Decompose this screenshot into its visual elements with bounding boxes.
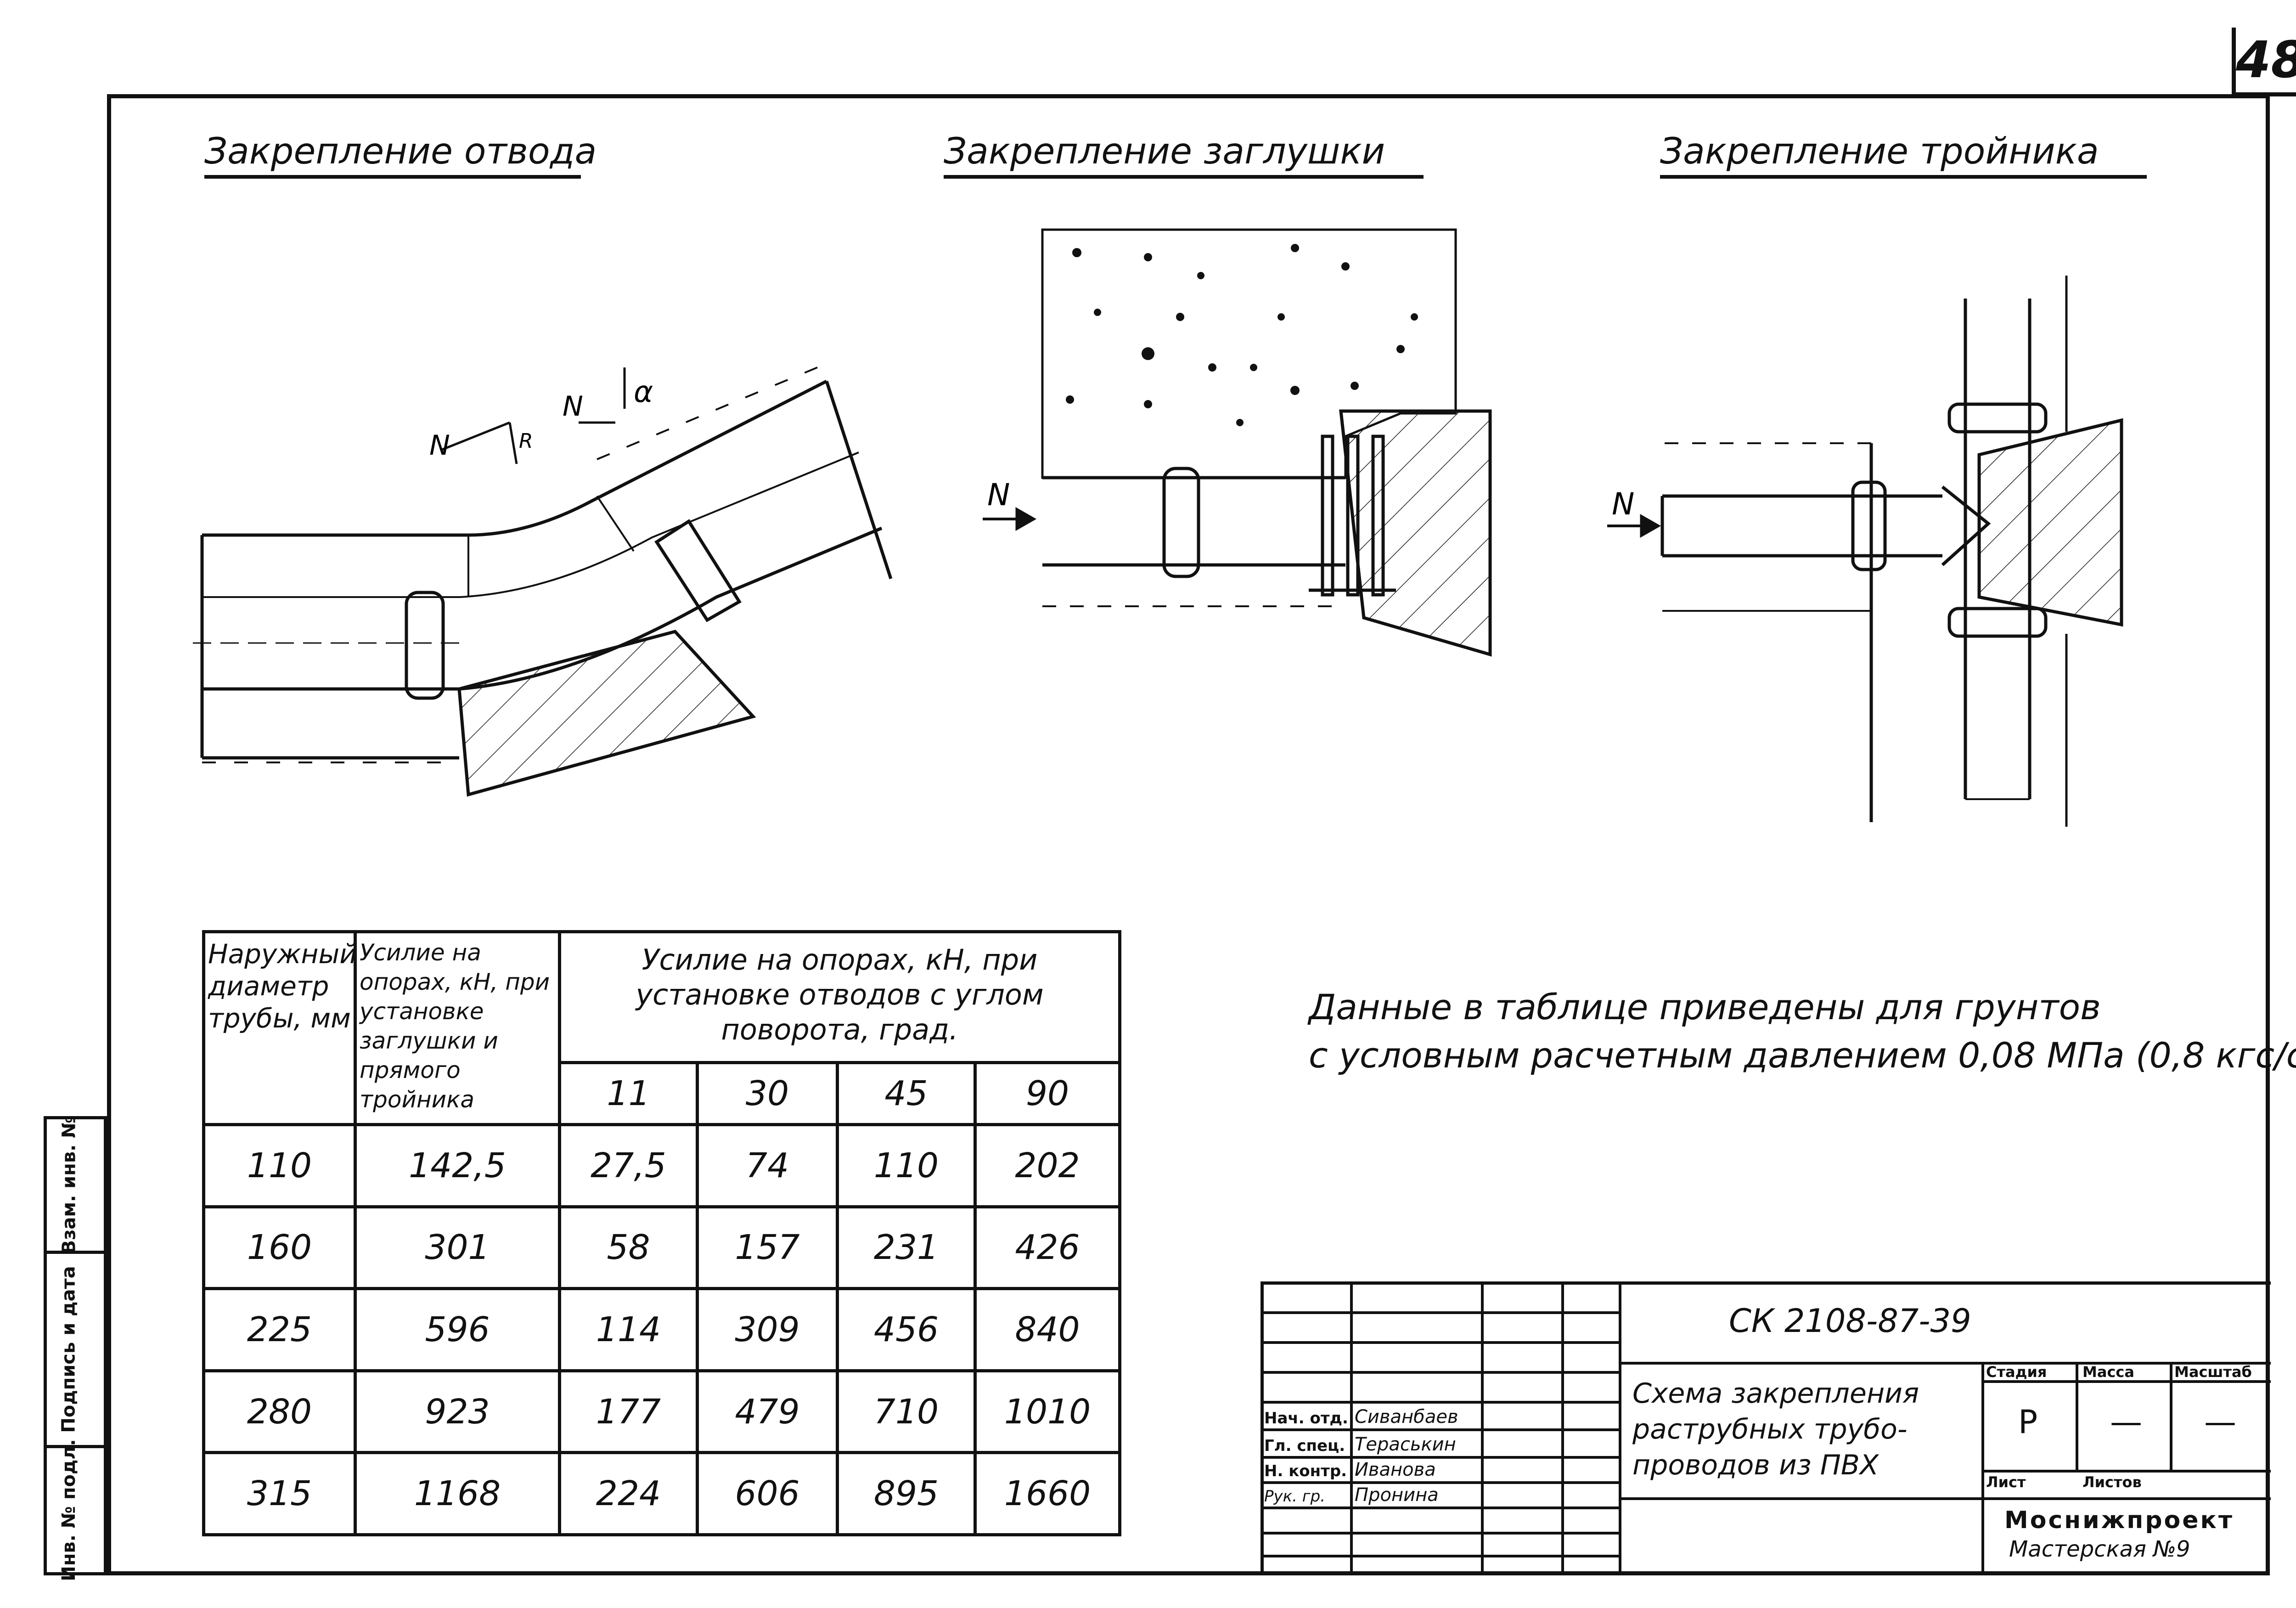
tee-drawing	[1607, 276, 2123, 827]
plug-force-cell: 1168	[354, 1451, 561, 1536]
tee-force-N-label: N	[1612, 486, 1634, 522]
sheet-label: Лист	[1986, 1473, 2026, 1491]
role-norm-control: Н. контр.	[1264, 1462, 1347, 1480]
name-2: Тераськин	[1355, 1434, 1456, 1455]
plug-force-cell: 596	[354, 1287, 561, 1372]
title-plug: Закрепление заглушки	[944, 131, 1424, 179]
bend-force-cell: 840	[973, 1287, 1122, 1372]
bend-force-cell: 309	[696, 1287, 839, 1372]
bend-force-cell: 895	[836, 1451, 977, 1536]
role-group-lead: Рук. гр.	[1264, 1487, 1326, 1506]
title-tee: Закрепление тройника	[1660, 131, 2147, 179]
bend-drawing	[193, 367, 893, 797]
plug-force-cell: 142,5	[354, 1123, 561, 1208]
plug-force-cell: 301	[354, 1205, 561, 1291]
stage-value: Р	[2018, 1403, 2038, 1441]
diameter-cell: 280	[202, 1369, 357, 1455]
diameter-cell: 110	[202, 1123, 357, 1208]
bend-force-cell: 202	[973, 1123, 1122, 1208]
title-bend: Закрепление отвода	[204, 131, 597, 179]
bend-force-cell: 1660	[973, 1451, 1122, 1536]
angle-30: 30	[696, 1061, 839, 1126]
drawing-title: Схема закрепления раструбных трубо- пров…	[1632, 1377, 1919, 1481]
bend-force-cell: 231	[836, 1205, 977, 1291]
plug-force-N-label: N	[987, 477, 1010, 513]
bend-force-cell: 456	[836, 1287, 977, 1372]
bend-angle-label: α	[634, 375, 653, 409]
soil-note-line1: Данные в таблице приведены для грунтов	[1309, 987, 2101, 1027]
name-4: Пронина	[1355, 1484, 1439, 1506]
header-outer-diameter: Наружный диаметр трубы, мм	[202, 930, 357, 1126]
bend-force-cell: 110	[836, 1123, 977, 1208]
title-block: СК 2108-87-39 Схема закрепления раструбн…	[1261, 1281, 2271, 1575]
name-1: Сиванбаев	[1355, 1406, 1458, 1427]
sheets-label: Листов	[2082, 1473, 2142, 1491]
bend-force-cell: 710	[836, 1369, 977, 1455]
drawing-frame	[107, 94, 2270, 1575]
scale-label: Масштаб	[2174, 1363, 2252, 1381]
diameter-cell: 225	[202, 1287, 357, 1372]
stage-label: Стадия	[1986, 1363, 2047, 1381]
plug-drawing	[983, 228, 1492, 657]
organization-workshop: Мастерская №9	[2009, 1536, 2190, 1562]
plug-soil-dots	[1066, 244, 1418, 426]
bend-force-R-label: R	[519, 429, 533, 453]
left-margin-stamp: Взам. инв. № Подпись и дата Инв. № подл.	[44, 1116, 107, 1581]
diameter-cell: 160	[202, 1205, 357, 1291]
margin-cell-replacement: Взам. инв. №	[44, 1116, 107, 1254]
bend-force-cell: 426	[973, 1205, 1122, 1291]
table-row: 160 301 58 157 231 426	[202, 1205, 1122, 1291]
role-chief-spec: Гл. спец.	[1264, 1437, 1345, 1455]
bend-force-cell: 114	[558, 1287, 699, 1372]
sheet-number: 48	[2232, 28, 2296, 96]
angle-45: 45	[836, 1061, 977, 1126]
document-code: СК 2108-87-39	[1729, 1302, 1971, 1340]
bend-force-cell: 606	[696, 1451, 839, 1536]
header-bend-force: Усилие на опорах, кН, при установке отво…	[557, 930, 1122, 1064]
name-3: Иванова	[1355, 1459, 1436, 1480]
margin-label-signature: Подпись и дата	[58, 1266, 79, 1433]
bend-force-cell: 58	[558, 1205, 699, 1291]
table-row: 225 596 114 309 456 840	[202, 1287, 1122, 1372]
angle-11: 11	[558, 1061, 699, 1126]
bend-force-cell: 224	[558, 1451, 699, 1536]
bend-force-cell: 27,5	[558, 1123, 699, 1208]
bend-force-cell: 157	[696, 1205, 839, 1291]
mass-label: Масса	[2082, 1363, 2134, 1381]
forces-table: Наружный диаметр трубы, мм Усилие на опо…	[202, 930, 1122, 1536]
bend-force-cell: 1010	[973, 1369, 1122, 1455]
header-plug-tee-force: Усилие на опорах, кН, при установке загл…	[354, 930, 561, 1126]
diameter-cell: 315	[202, 1451, 357, 1536]
bend-force-N2-label: N	[563, 390, 583, 423]
organization-name: Моснижпроект	[2004, 1506, 2234, 1534]
table-row: 110 142,5 27,5 74 110 202	[202, 1123, 1122, 1208]
bend-force-N-label: N	[429, 429, 450, 462]
bend-force-cell: 479	[696, 1369, 839, 1455]
soil-note-line2: с условным расчетным давлением 0,08 МПа …	[1309, 1035, 2296, 1076]
role-head: Нач. отд.	[1264, 1409, 1348, 1427]
margin-label-replacement: Взам. инв. №	[58, 1116, 80, 1254]
bend-force-cell: 177	[558, 1369, 699, 1455]
angle-90: 90	[973, 1061, 1122, 1126]
plug-force-cell: 923	[354, 1369, 561, 1455]
table-row: 280 923 177 479 710 1010	[202, 1369, 1122, 1455]
margin-cell-signature: Подпись и дата	[44, 1251, 107, 1448]
bend-force-cell: 74	[696, 1123, 839, 1208]
scale-value: —	[2204, 1403, 2236, 1441]
mass-value: —	[2110, 1403, 2142, 1441]
margin-cell-inventory: Инв. № подл.	[44, 1439, 107, 1581]
soil-note: Данные в таблице приведены для грунтов с…	[1309, 983, 2296, 1079]
margin-label-inventory: Инв. № подл.	[58, 1439, 80, 1581]
table-row: 315 1168 224 606 895 1660	[202, 1451, 1122, 1536]
